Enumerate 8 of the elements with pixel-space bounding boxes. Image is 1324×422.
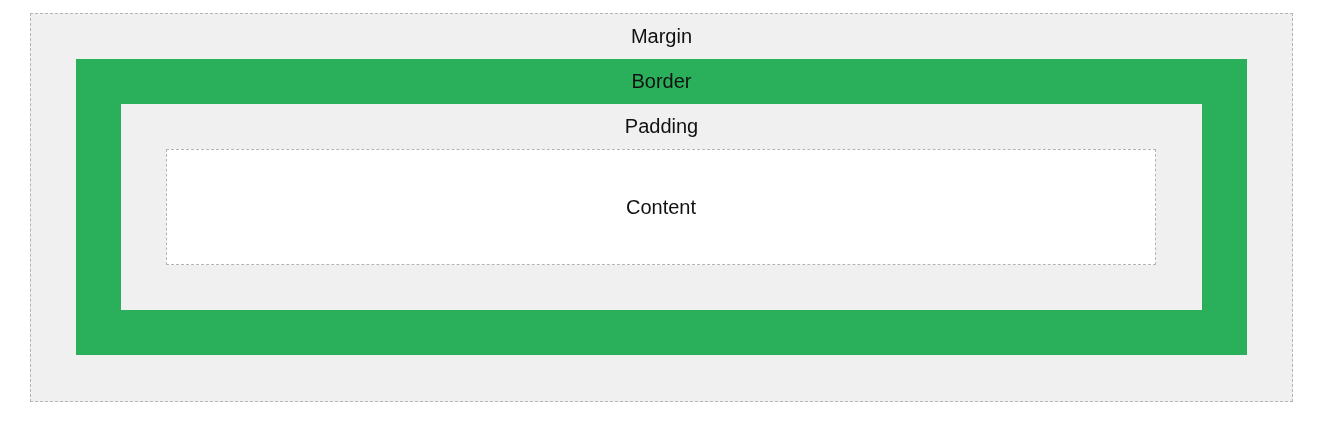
padding-area (121, 104, 1202, 310)
area-label: Padding (624, 114, 699, 138)
content-box (166, 149, 1156, 265)
area-label: Margin (630, 24, 693, 48)
margin-area (30, 13, 1293, 402)
border-area (76, 59, 1247, 355)
area-label: Content (625, 195, 697, 219)
area-label: Border (631, 68, 692, 93)
